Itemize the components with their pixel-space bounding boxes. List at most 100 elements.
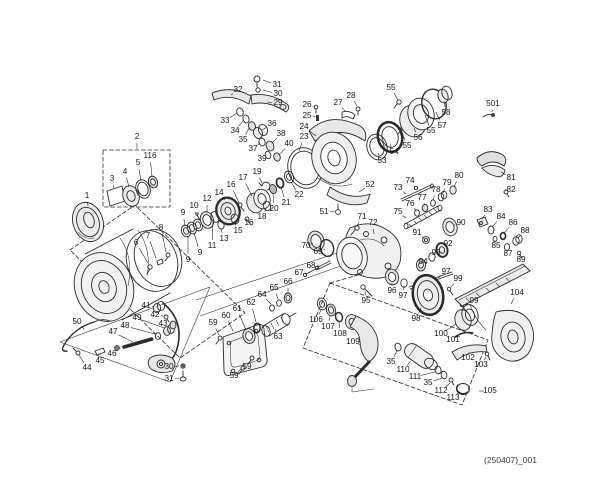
leader-line (414, 208, 417, 211)
part-number-label: 63 (273, 332, 283, 341)
part-number-label: 67 (294, 268, 304, 277)
part-number-label: 83 (483, 205, 493, 214)
part-number-label: 80 (454, 171, 464, 180)
part-number-label: 28 (346, 91, 356, 100)
part-number-label: 36 (267, 119, 277, 128)
leader-line (222, 197, 226, 201)
part-number-label: 45 (95, 356, 105, 365)
part-number-label: 35 (423, 378, 433, 387)
part-number-label: 91 (412, 228, 422, 237)
part-number-label: 9 (186, 255, 191, 264)
drag-clutch-parts (366, 85, 495, 161)
part-number-label: 11 (208, 241, 217, 250)
leader-line (275, 293, 279, 300)
part-number-label: 98 (411, 314, 421, 323)
leader-line (481, 214, 485, 220)
part-number-label: 55 (402, 141, 412, 150)
leader-line (233, 190, 240, 204)
leader-line (238, 120, 244, 127)
leader-line (245, 127, 250, 135)
leader-line (262, 89, 273, 93)
leader-line (453, 181, 457, 188)
part-number-label: 94 (418, 257, 428, 266)
part-number-label: 51 (319, 207, 329, 216)
part-number-label: 105 (483, 386, 497, 395)
leader-line (500, 171, 507, 176)
leader-line (424, 114, 430, 126)
bail-spring-group-outline (59, 286, 211, 383)
part-number-label: 88 (520, 226, 530, 235)
leader-line (432, 195, 435, 201)
part-number-label: 27 (333, 98, 343, 107)
leader-line (445, 382, 451, 388)
part-number-label: 104 (510, 288, 524, 297)
bail-spring-parts (61, 300, 187, 382)
oscillation-parts (400, 183, 458, 272)
leader-line (450, 283, 455, 288)
part-number-label: 107 (321, 322, 335, 331)
part-number-label: 1 (85, 191, 90, 200)
part-number-label: 43 (158, 319, 168, 328)
part-number-label: 97 (441, 267, 451, 276)
stopper-parts (476, 216, 523, 259)
leader-line (230, 93, 234, 96)
part-number-label: 16 (226, 180, 236, 189)
part-number-label: 23 (299, 132, 309, 141)
part-number-label: 111 (409, 372, 422, 381)
part-number-label: 65 (269, 283, 279, 292)
leader-line (443, 100, 446, 108)
spool-group-box (69, 204, 246, 359)
part-number-label: 86 (508, 218, 518, 227)
leader-line (510, 298, 515, 305)
part-number-label: 54 (389, 147, 399, 156)
part-number-label: 18 (257, 212, 267, 221)
part-number-label: 26 (302, 100, 312, 109)
leader-line (437, 275, 442, 279)
part-number-label: 52 (365, 180, 375, 189)
leader-line (445, 323, 457, 331)
leader-line (161, 233, 167, 253)
part-number-label: 501 (486, 99, 500, 108)
handle-assembly (316, 297, 470, 395)
leader-line (503, 227, 510, 234)
part-number-label: 68 (306, 261, 316, 270)
leader-line (130, 327, 156, 335)
part-number-label: 109 (346, 337, 360, 346)
leader-line (113, 184, 115, 189)
part-labels-layer: 1234511667891012991113141516161718192021… (72, 79, 530, 402)
part-number-label: 102 (461, 353, 475, 362)
leader-line (228, 321, 234, 332)
part-number-label: 3 (110, 174, 115, 183)
leader-line (150, 161, 153, 178)
part-number-label: 21 (281, 198, 291, 207)
leader-line (312, 106, 316, 108)
part-number-label: 85 (491, 241, 501, 250)
part-number-label: 12 (202, 194, 212, 203)
part-number-label: 35 (238, 135, 248, 144)
leader-line (421, 236, 425, 239)
part-number-label: 93 (431, 248, 441, 257)
part-number-label: 99 (469, 296, 479, 305)
leader-line (401, 131, 406, 141)
leader-line (358, 344, 361, 346)
part-number-label: 53 (377, 156, 387, 165)
part-number-label: 69 (313, 247, 323, 256)
part-number-label: 4 (123, 167, 128, 176)
leader-line (266, 299, 272, 305)
part-number-label: 17 (238, 173, 248, 182)
leader-line (142, 319, 165, 329)
bail-support (476, 151, 510, 198)
side-cover-parts (215, 292, 297, 376)
part-number-label: 79 (442, 178, 452, 187)
part-number-label: 112 (434, 386, 447, 395)
part-number-label: 39 (257, 154, 267, 163)
leader-line (193, 232, 199, 248)
part-number-label: 101 (446, 335, 460, 344)
part-number-label: 62 (246, 298, 256, 307)
spool (73, 228, 183, 322)
leader-line (442, 188, 446, 194)
leader-line (183, 218, 186, 227)
part-number-label: 72 (368, 218, 378, 227)
part-number-label: 10 (189, 201, 199, 210)
